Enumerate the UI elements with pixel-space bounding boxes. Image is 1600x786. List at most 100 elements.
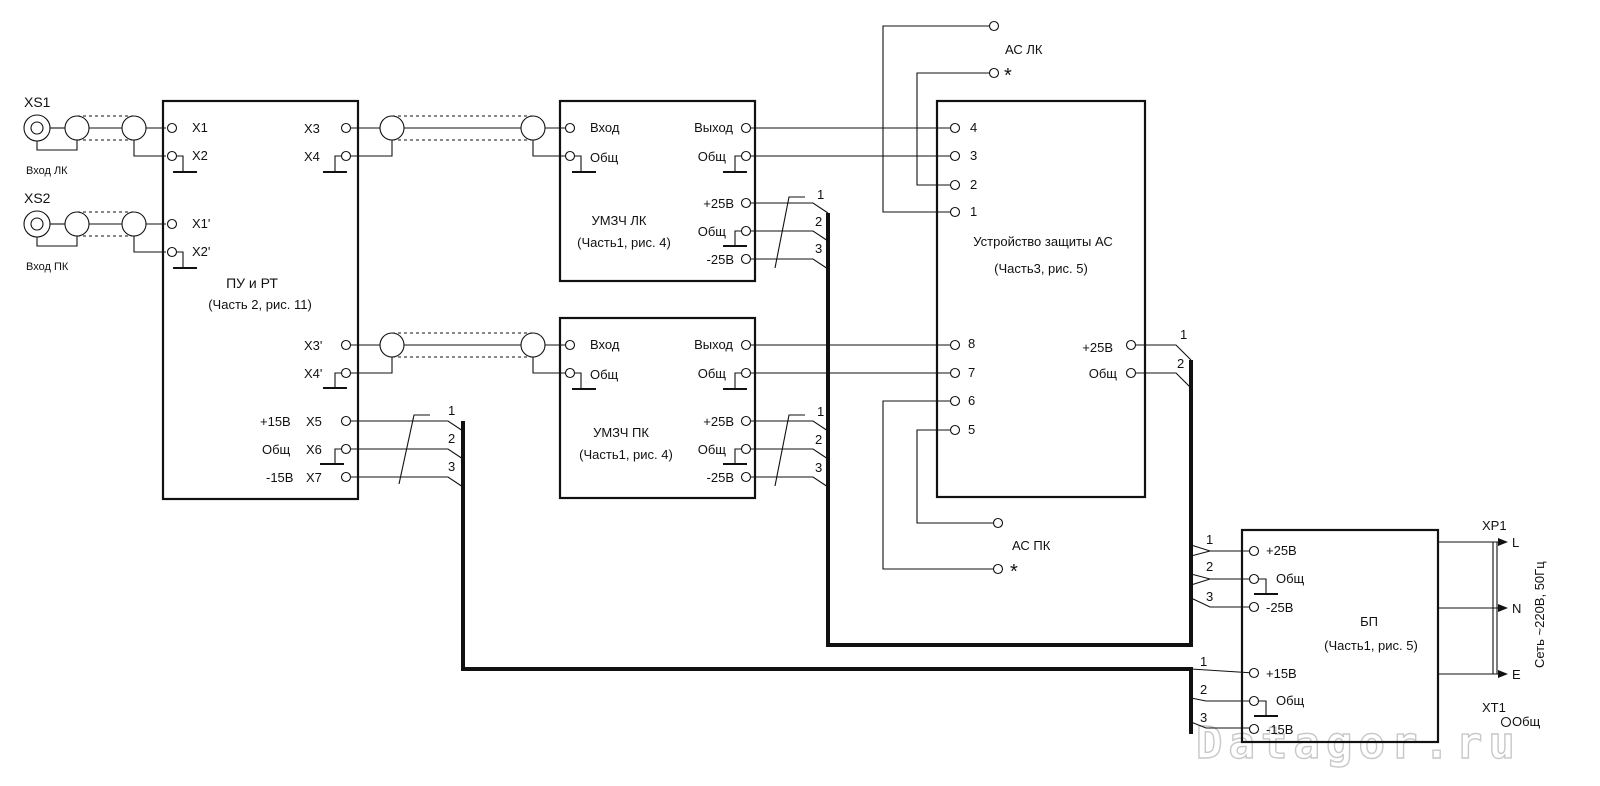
psu-m15: -15В <box>1266 722 1293 737</box>
power-bus-15v <box>351 414 1255 734</box>
psu-p25: +25В <box>1266 543 1297 558</box>
pu-rt-subtitle: (Часть 2, рис. 11) <box>208 297 312 312</box>
psu-subtitle: (Часть1, рис. 5) <box>1324 638 1418 653</box>
pin-x3: X3 <box>304 121 320 136</box>
pu-rt-m15: -15В <box>266 470 293 485</box>
pin-x1: X1 <box>192 120 208 135</box>
xs1-ref: XS1 <box>24 94 51 110</box>
umzch-lk-subtitle: (Часть1, рис. 4) <box>577 235 671 250</box>
prot-pin-1: 1 <box>970 204 977 219</box>
umzch-pk-title: УМЗЧ ПК <box>593 425 649 440</box>
umzch-pk-p25: +25В <box>703 414 734 429</box>
psu-m25: -25В <box>1266 600 1293 615</box>
pin-x2p: X2' <box>192 244 210 259</box>
wn-psu-4: 1 <box>1200 654 1207 669</box>
prot-subtitle: (Часть3, рис. 5) <box>994 261 1088 276</box>
mains-e: E <box>1512 667 1521 682</box>
pin-x7: X7 <box>306 470 322 485</box>
mains-label: Сеть ~220В, 50Гц <box>1532 561 1547 668</box>
psu-gnd1: Общ <box>1276 571 1305 586</box>
speaker-lk-star: * <box>1004 65 1012 87</box>
umzch-pk-out: Выход <box>694 337 733 352</box>
power-bus-25v <box>751 196 1254 647</box>
pin-x5: X5 <box>306 414 322 429</box>
umzch-lk-title: УМЗЧ ЛК <box>591 213 646 228</box>
wn-prot-2: 2 <box>1177 356 1184 371</box>
watermark: Datagor.ru <box>1196 718 1521 769</box>
mains-connector-xp1: XP1 L N E Сеть ~220В, 50Гц <box>1438 518 1547 682</box>
block-umzch-lk: Вход Общ Выход Общ +25В Общ -25В УМЗЧ ЛК… <box>558 99 757 283</box>
wn-lk-1: 1 <box>817 187 824 202</box>
speaker-pk-star: * <box>1010 561 1018 583</box>
wn-pu-3: 3 <box>448 459 455 474</box>
xt1-ref: XT1 <box>1482 700 1506 715</box>
prot-pin-5: 5 <box>968 422 975 437</box>
speaker-pk-label: АС ПК <box>1012 538 1051 553</box>
xt1-pin: Общ <box>1512 714 1541 729</box>
umzch-pk-gnd: Общ <box>698 442 727 457</box>
mains-l: L <box>1512 535 1519 550</box>
cable-pk <box>351 332 566 374</box>
wn-psu-2: 2 <box>1206 559 1213 574</box>
wn-lk-2: 2 <box>815 214 822 229</box>
pu-rt-p15: +15В <box>260 414 291 429</box>
pin-x1p: X1' <box>192 216 210 231</box>
prot-gnd: Общ <box>1089 366 1118 381</box>
prot-pin-8: 8 <box>968 336 975 351</box>
block-psu: +25В Общ -25В БП (Часть1, рис. 5) +15В О… <box>1240 528 1440 744</box>
pu-rt-title: ПУ и РТ <box>226 275 278 291</box>
wn-pk-1: 1 <box>817 404 824 419</box>
wire-numbers: 1 2 3 1 2 3 1 2 3 1 2 1 2 3 1 2 3 <box>448 187 1213 725</box>
umzch-lk-gnd: Общ <box>698 224 727 239</box>
pu-rt-gnd: Общ <box>262 442 291 457</box>
psu-p15: +15В <box>1266 666 1297 681</box>
umzch-lk-p25: +25В <box>703 196 734 211</box>
prot-pin-3: 3 <box>970 148 977 163</box>
connector-xs2: XS2 Вход ПК <box>23 190 166 273</box>
signal-wires <box>751 25 993 570</box>
xs1-label: Вход ЛК <box>26 165 68 177</box>
wn-pu-1: 1 <box>448 403 455 418</box>
xs2-label: Вход ПК <box>26 261 69 273</box>
block-protection: 4 3 2 1 Устройство защиты АС (Часть3, ри… <box>935 99 1147 499</box>
terminal-xt1: XT1 Общ <box>1482 700 1541 729</box>
speaker-lk: АС ЛК * <box>988 20 1043 87</box>
wn-pu-2: 2 <box>448 431 455 446</box>
xs2-ref: XS2 <box>24 190 51 206</box>
umzch-pk-in-gnd: Общ <box>590 367 619 382</box>
cable-lk <box>351 115 566 157</box>
pin-x6: X6 <box>306 442 322 457</box>
umzch-lk-in: Вход <box>590 120 620 135</box>
wn-pk-2: 2 <box>815 432 822 447</box>
umzch-pk-subtitle: (Часть1, рис. 4) <box>579 447 673 462</box>
prot-p25: +25В <box>1082 340 1113 355</box>
mains-n: N <box>1512 601 1521 616</box>
block-pu-rt: ПУ и РТ (Часть 2, рис. 11) X1 X2 X1' X2'… <box>161 99 360 501</box>
pin-x4p: X4' <box>304 366 322 381</box>
prot-pin-2: 2 <box>970 177 977 192</box>
prot-pin-7: 7 <box>968 365 975 380</box>
prot-pin-4: 4 <box>970 120 977 135</box>
connector-xs1: XS1 Вход ЛК <box>23 94 166 177</box>
pin-x4: X4 <box>304 149 320 164</box>
wn-psu-5: 2 <box>1200 682 1207 697</box>
wn-lk-3: 3 <box>815 241 822 256</box>
speaker-lk-label: АС ЛК <box>1005 42 1043 57</box>
xp1-ref: XP1 <box>1482 518 1507 533</box>
speaker-pk: АС ПК * <box>992 517 1051 583</box>
umzch-pk-in: Вход <box>590 337 620 352</box>
wn-psu-6: 3 <box>1200 710 1207 725</box>
pin-x3p: X3' <box>304 338 322 353</box>
umzch-pk-m25: -25В <box>707 470 734 485</box>
umzch-lk-out: Выход <box>694 120 733 135</box>
umzch-pk-out-gnd: Общ <box>698 366 727 381</box>
wn-prot-1: 1 <box>1180 327 1187 342</box>
psu-title: БП <box>1360 614 1378 629</box>
wn-psu-3: 3 <box>1206 589 1213 604</box>
prot-title: Устройство защиты АС <box>973 234 1112 249</box>
pin-x2: X2 <box>192 148 208 163</box>
umzch-lk-in-gnd: Общ <box>590 150 619 165</box>
psu-gnd2: Общ <box>1276 693 1305 708</box>
umzch-lk-out-gnd: Общ <box>698 149 727 164</box>
